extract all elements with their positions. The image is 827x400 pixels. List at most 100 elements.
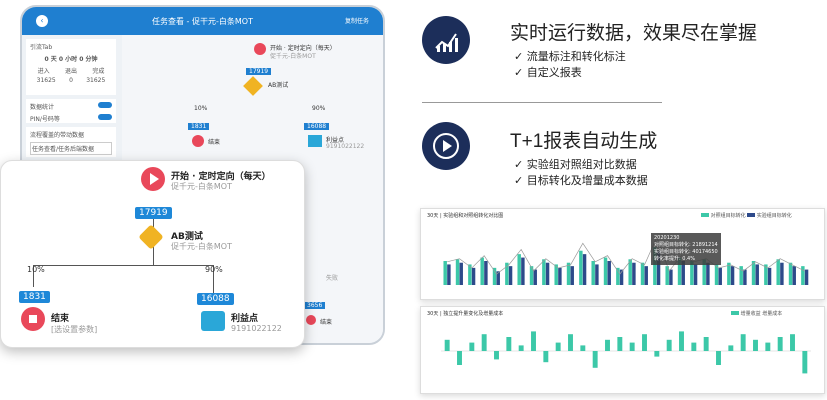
coverage-title: 流程覆盖的带动数据	[30, 132, 85, 139]
bar	[457, 351, 462, 365]
mini-pct-right: 90%	[312, 105, 326, 112]
check-icon: ✓	[514, 50, 527, 63]
bar	[529, 266, 534, 285]
bar	[718, 267, 722, 285]
legend-swatch	[731, 311, 739, 315]
copy-task-button[interactable]: 复制任务	[344, 18, 369, 25]
feature2-heading: T+1报表自动生成	[510, 131, 658, 152]
bar	[790, 334, 795, 351]
chart2-title: 30天 | 独立提升量变化及增量成本	[427, 311, 504, 317]
toggle-label-pin: PIN/号码等	[30, 116, 60, 123]
chart1-title: 30天 | 实验组和对照组转化对比图	[427, 213, 504, 219]
col-exit: 退出	[64, 68, 77, 75]
bar	[617, 337, 623, 351]
stats-panel: 引流Tab 0 天 0 小时 0 分钟 进入 退出 完成 31625 0 316…	[26, 39, 116, 95]
bar	[727, 262, 731, 285]
bar	[666, 339, 672, 351]
col-done: 完成	[92, 68, 105, 75]
pin-toggle[interactable]	[98, 114, 112, 120]
bar	[471, 267, 476, 285]
tooltip-line3: 转化率提升: 0.4%	[654, 256, 695, 262]
bar	[443, 261, 447, 285]
bar	[777, 337, 783, 351]
bar	[788, 262, 793, 285]
feature2-b1-text: 实验组对照组对比数据	[526, 158, 637, 171]
bar	[681, 261, 685, 285]
profit-icon	[201, 311, 225, 331]
mini-ab-icon	[243, 76, 263, 96]
check-icon: ✓	[514, 158, 527, 171]
bar	[582, 254, 587, 285]
connector-line	[213, 265, 214, 293]
bar	[629, 342, 635, 351]
tooltip-date: 20201230	[654, 235, 680, 241]
profit-sub: 9191022122	[231, 324, 282, 333]
count-left: 1831	[19, 291, 50, 303]
connector-line	[153, 243, 154, 265]
mini-fail-label: 失败	[326, 275, 339, 282]
bar	[690, 261, 694, 285]
bar	[496, 271, 500, 285]
val-exit: 0	[69, 77, 73, 84]
connector-line	[153, 209, 154, 233]
mini-ab-label: AB测试	[268, 82, 289, 89]
bar	[802, 351, 808, 374]
feature2-bullet1: ✓ 实验组对照组对比数据	[514, 156, 637, 172]
feature1-b2-text: 自定义报表	[526, 66, 582, 79]
incremental-chart: 30天 | 独立提升量变化及增量成本 增量收益 增量成本	[420, 306, 825, 394]
bar	[780, 262, 784, 285]
bar	[579, 250, 583, 285]
bar	[595, 264, 599, 285]
mini-count: 17919	[246, 68, 272, 75]
bar	[484, 261, 488, 285]
tooltip-line2: 实验组目标转化: 40174650	[654, 249, 718, 255]
connector-line	[33, 265, 34, 287]
bar	[616, 267, 620, 285]
chart1-plot	[443, 236, 809, 285]
check-icon: ✓	[514, 174, 527, 187]
chart2-legend2: 增量成本	[762, 311, 783, 317]
end-sub: [选设置参数]	[51, 325, 98, 334]
coverage-link[interactable]: 任务查看/任务后端数据	[30, 142, 112, 155]
feature1-heading: 实时运行数据，效果尽在掌握	[510, 23, 758, 44]
val-enter: 31625	[36, 77, 56, 84]
duration-stats: 0 天 0 小时 0 分钟	[44, 56, 98, 63]
bar	[531, 331, 536, 351]
bar	[679, 331, 684, 351]
tablet-header: ‹ 任务查看 - 促干元-白条MOT 复制任务	[22, 7, 383, 35]
connector-line	[33, 265, 213, 266]
mini-end-label: 结束	[208, 139, 221, 146]
divider	[422, 102, 662, 103]
bar	[505, 262, 509, 285]
play-circle-icon	[422, 122, 470, 170]
bar	[642, 334, 647, 351]
ab-test-icon	[138, 224, 164, 250]
back-icon[interactable]: ‹	[36, 15, 48, 27]
bar	[677, 257, 682, 285]
bar	[558, 267, 562, 285]
feature1-bullet2: ✓ 自定义报表	[514, 64, 582, 80]
bar	[739, 266, 743, 285]
bar	[543, 351, 549, 363]
mini-start-icon	[254, 43, 266, 55]
bar	[804, 269, 809, 285]
col-enter: 进入	[37, 68, 50, 75]
mini-start-sub: 促千元-白条MOT	[270, 53, 316, 60]
bar	[517, 254, 521, 285]
bar	[755, 264, 759, 285]
bar	[555, 342, 561, 351]
toggle-label-stats: 数据统计	[30, 104, 55, 111]
start-title: 开始 · 定时定向（每天）	[171, 172, 271, 182]
chart1-legend1: 对照组目标转化	[710, 213, 746, 219]
bar	[728, 345, 734, 351]
mini-count-3: 3656	[304, 302, 326, 309]
mini-profit-icon	[308, 135, 322, 147]
val-done: 31625	[86, 77, 106, 84]
end-icon	[21, 307, 45, 331]
bar	[691, 342, 697, 351]
chart-tooltip: 20201230 对照组目标转化: 21891214 实验组目标转化: 4017…	[651, 233, 721, 265]
bar	[607, 261, 611, 285]
bar	[714, 264, 719, 285]
stats-toggle[interactable]	[98, 102, 112, 108]
bar	[656, 250, 661, 285]
